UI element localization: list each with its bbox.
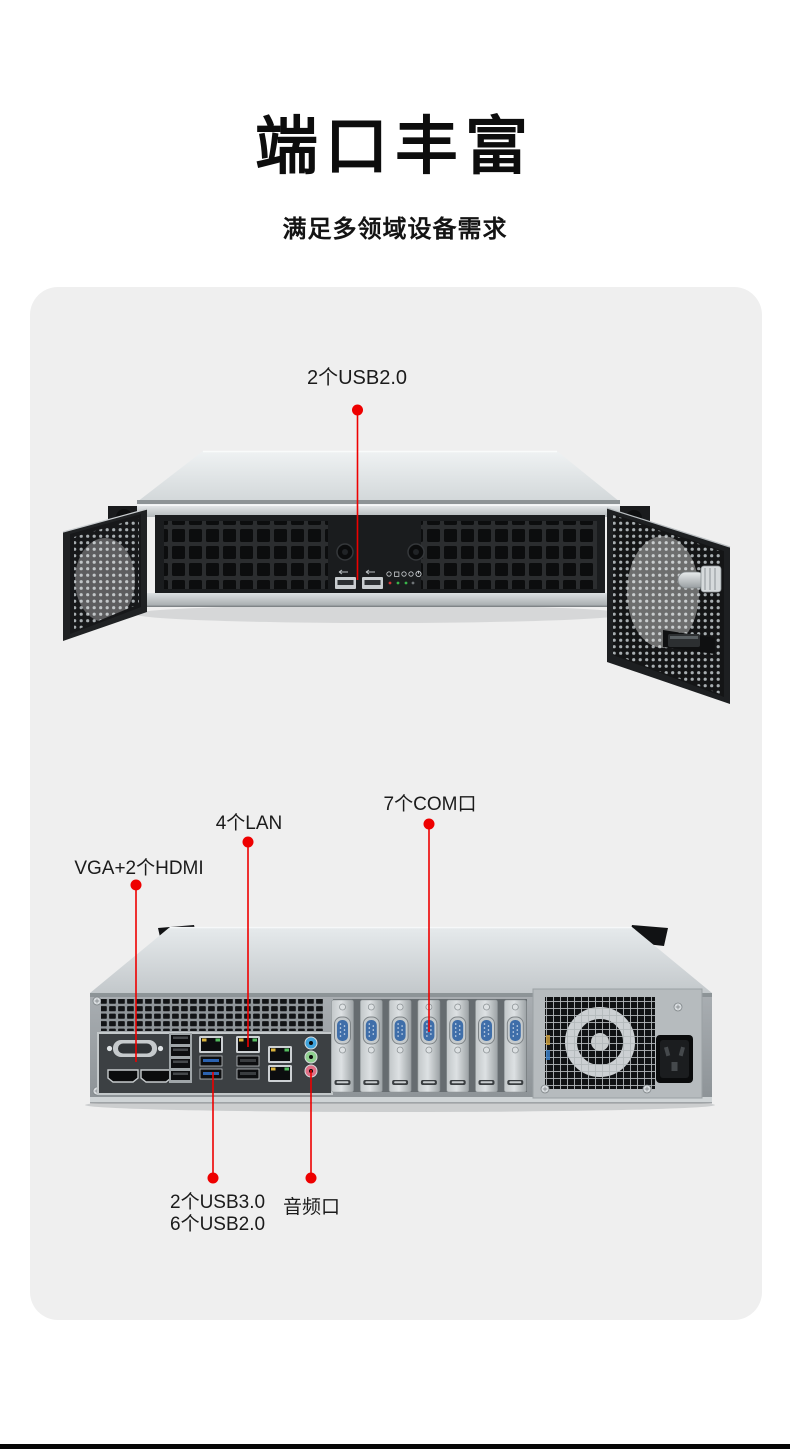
section-divider-bar (0, 1444, 790, 1449)
callout-label-lan: 4个LAN (215, 813, 283, 834)
hdmi-ports (107, 1069, 172, 1083)
front-top-rail (137, 504, 620, 517)
usb20-stack (169, 1033, 192, 1083)
door-lock (677, 565, 722, 593)
front-door-right (606, 507, 731, 704)
callout-label-usb30: 2个USB3.0 6个USB2.0 (170, 1192, 265, 1236)
rear-top-lid (90, 927, 712, 993)
rear-view-photo (85, 818, 715, 1184)
callout-dot-audio (305, 1172, 317, 1184)
rear-vent-grid (101, 999, 323, 1031)
front-panel (155, 515, 605, 593)
callout-dot-vga-hdmi (130, 879, 142, 891)
front-door-left (62, 508, 148, 641)
front-mesh-left (164, 521, 328, 589)
front-mesh-right (421, 521, 597, 589)
front-top-lid (137, 451, 620, 502)
page-title: 端口丰富 (255, 112, 535, 182)
callout-label-usb30-line1: 2个USB3.0 (170, 1192, 266, 1213)
com-slot-area (331, 999, 527, 1093)
callout-dot-lan (242, 836, 254, 848)
door-latch (663, 630, 715, 654)
page-subtitle: 满足多领域设备需求 (282, 216, 508, 243)
power-inlet (656, 1035, 693, 1083)
front-usb20-ports (335, 577, 383, 589)
callout-dot-usb30 (207, 1172, 219, 1184)
vga-port (106, 1040, 164, 1057)
usb-icon (338, 569, 375, 575)
callout-label-com: 7个COM口 (383, 794, 477, 815)
psu-area (532, 988, 703, 1099)
callout-dot-front-usb (352, 404, 363, 416)
callout-label-audio: 音频口 (283, 1197, 341, 1218)
front-view-photo (62, 404, 731, 704)
lan-usb20-column (236, 1036, 260, 1080)
lan-usb30-column (199, 1036, 223, 1080)
callout-label-front-usb20: 2个USB2.0 (306, 367, 408, 389)
front-indicator-leds (386, 570, 422, 585)
callout-label-vga-hdmi: VGA+2个HDMI (74, 858, 204, 879)
rear-io-area (97, 1032, 333, 1095)
callout-label-usb30-line2: 6个USB2.0 (170, 1214, 266, 1235)
front-bottom-rail (137, 593, 620, 607)
callout-dot-com (423, 818, 435, 830)
